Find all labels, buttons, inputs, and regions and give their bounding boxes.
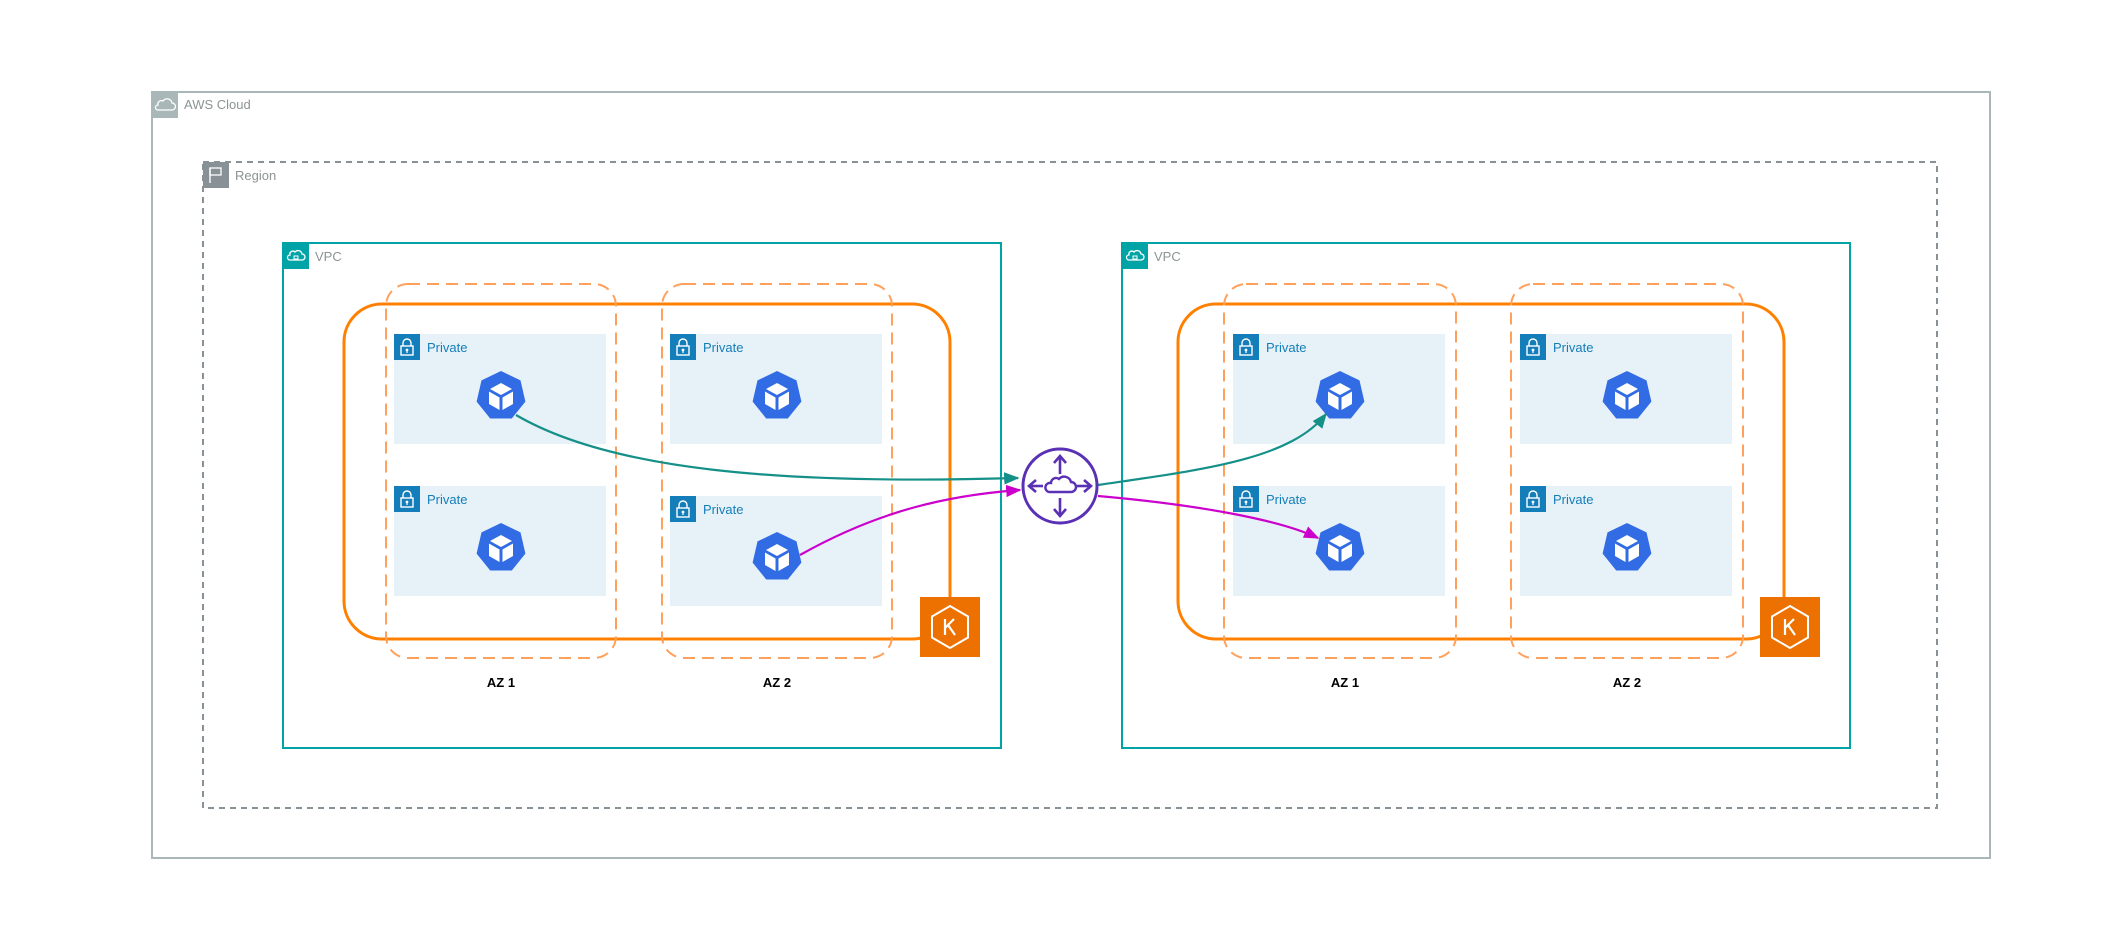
private-subnet-lock-icon (669, 495, 697, 523)
eks-cluster-group-1 (342, 302, 952, 641)
vpc-icon (282, 242, 310, 270)
vpc-label-2: VPC (1154, 249, 1181, 264)
private-subnet-lock-icon (393, 333, 421, 361)
transit-gateway-icon (1021, 447, 1099, 525)
availability-zone-1 (1223, 283, 1457, 659)
aws-cloud-group (151, 91, 1991, 859)
subnet-label: Private (703, 340, 743, 355)
cloud-icon (152, 92, 178, 118)
vpc-group-1 (282, 242, 1002, 749)
flow-arrow-magenta (1097, 494, 1320, 539)
vpc-group-2 (1121, 242, 1851, 749)
availability-zone-2 (1510, 283, 1744, 659)
private-subnet-lock-icon (1519, 333, 1547, 361)
flow-arrow-teal (515, 414, 1020, 485)
az-label: AZ 1 (1331, 675, 1359, 690)
subnet-label: Private (427, 492, 467, 507)
region-group (202, 161, 1938, 809)
eks-icon (918, 595, 982, 659)
private-subnet-lock-icon (1232, 485, 1260, 513)
flow-arrow-teal (1097, 412, 1327, 487)
subnet-label: Private (1553, 340, 1593, 355)
subnet-label: Private (703, 502, 743, 517)
subnet-label: Private (1266, 492, 1306, 507)
eks-icon (1758, 595, 1822, 659)
eks-cluster-group-2 (1176, 302, 1786, 641)
subnet-label: Private (427, 340, 467, 355)
aws-cloud-label: AWS Cloud (184, 97, 251, 112)
region-label: Region (235, 168, 276, 183)
flow-arrow-magenta (799, 484, 1022, 556)
vpc-icon (1121, 242, 1149, 270)
vpc-label-1: VPC (315, 249, 342, 264)
subnet-label: Private (1553, 492, 1593, 507)
az-label: AZ 1 (487, 675, 515, 690)
private-subnet-lock-icon (393, 485, 421, 513)
region-flag-icon (203, 162, 229, 188)
subnet-label: Private (1266, 340, 1306, 355)
availability-zone-1 (385, 283, 617, 659)
az-label: AZ 2 (1613, 675, 1641, 690)
private-subnet-lock-icon (669, 333, 697, 361)
az-label: AZ 2 (763, 675, 791, 690)
private-subnet-lock-icon (1232, 333, 1260, 361)
availability-zone-2 (661, 283, 893, 659)
private-subnet-lock-icon (1519, 485, 1547, 513)
